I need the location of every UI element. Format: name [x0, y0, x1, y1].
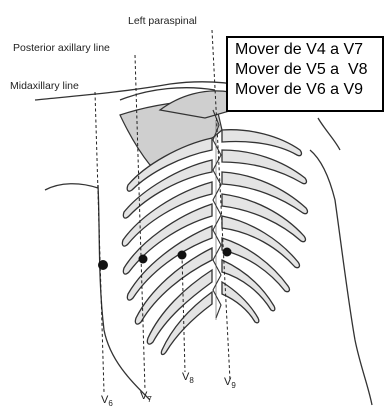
- v6-label: V6: [101, 394, 113, 408]
- v9-electrode: [223, 248, 232, 257]
- v8-electrode: [178, 251, 187, 260]
- v8-label: V8: [182, 371, 194, 385]
- left-ribs: [122, 138, 212, 354]
- left-paraspinal-label: Left paraspinal: [128, 15, 197, 27]
- v6-electrode: [98, 260, 108, 270]
- note-line-2: Mover de V5 a V8: [235, 60, 382, 80]
- posterior-axillary-label: Posterior axillary line: [13, 42, 110, 54]
- note-line-3: Mover de V6 a V9: [235, 80, 382, 100]
- v7-electrode: [139, 255, 148, 264]
- note-line-1: Mover de V4 a V7: [235, 40, 382, 60]
- midaxillary-label: Midaxillary line: [10, 80, 79, 92]
- spine: [213, 110, 221, 320]
- v7-label: V7: [140, 390, 152, 404]
- v9-label: V9: [224, 376, 236, 390]
- right-ribs: [222, 130, 307, 323]
- midaxillary-line: [95, 92, 104, 392]
